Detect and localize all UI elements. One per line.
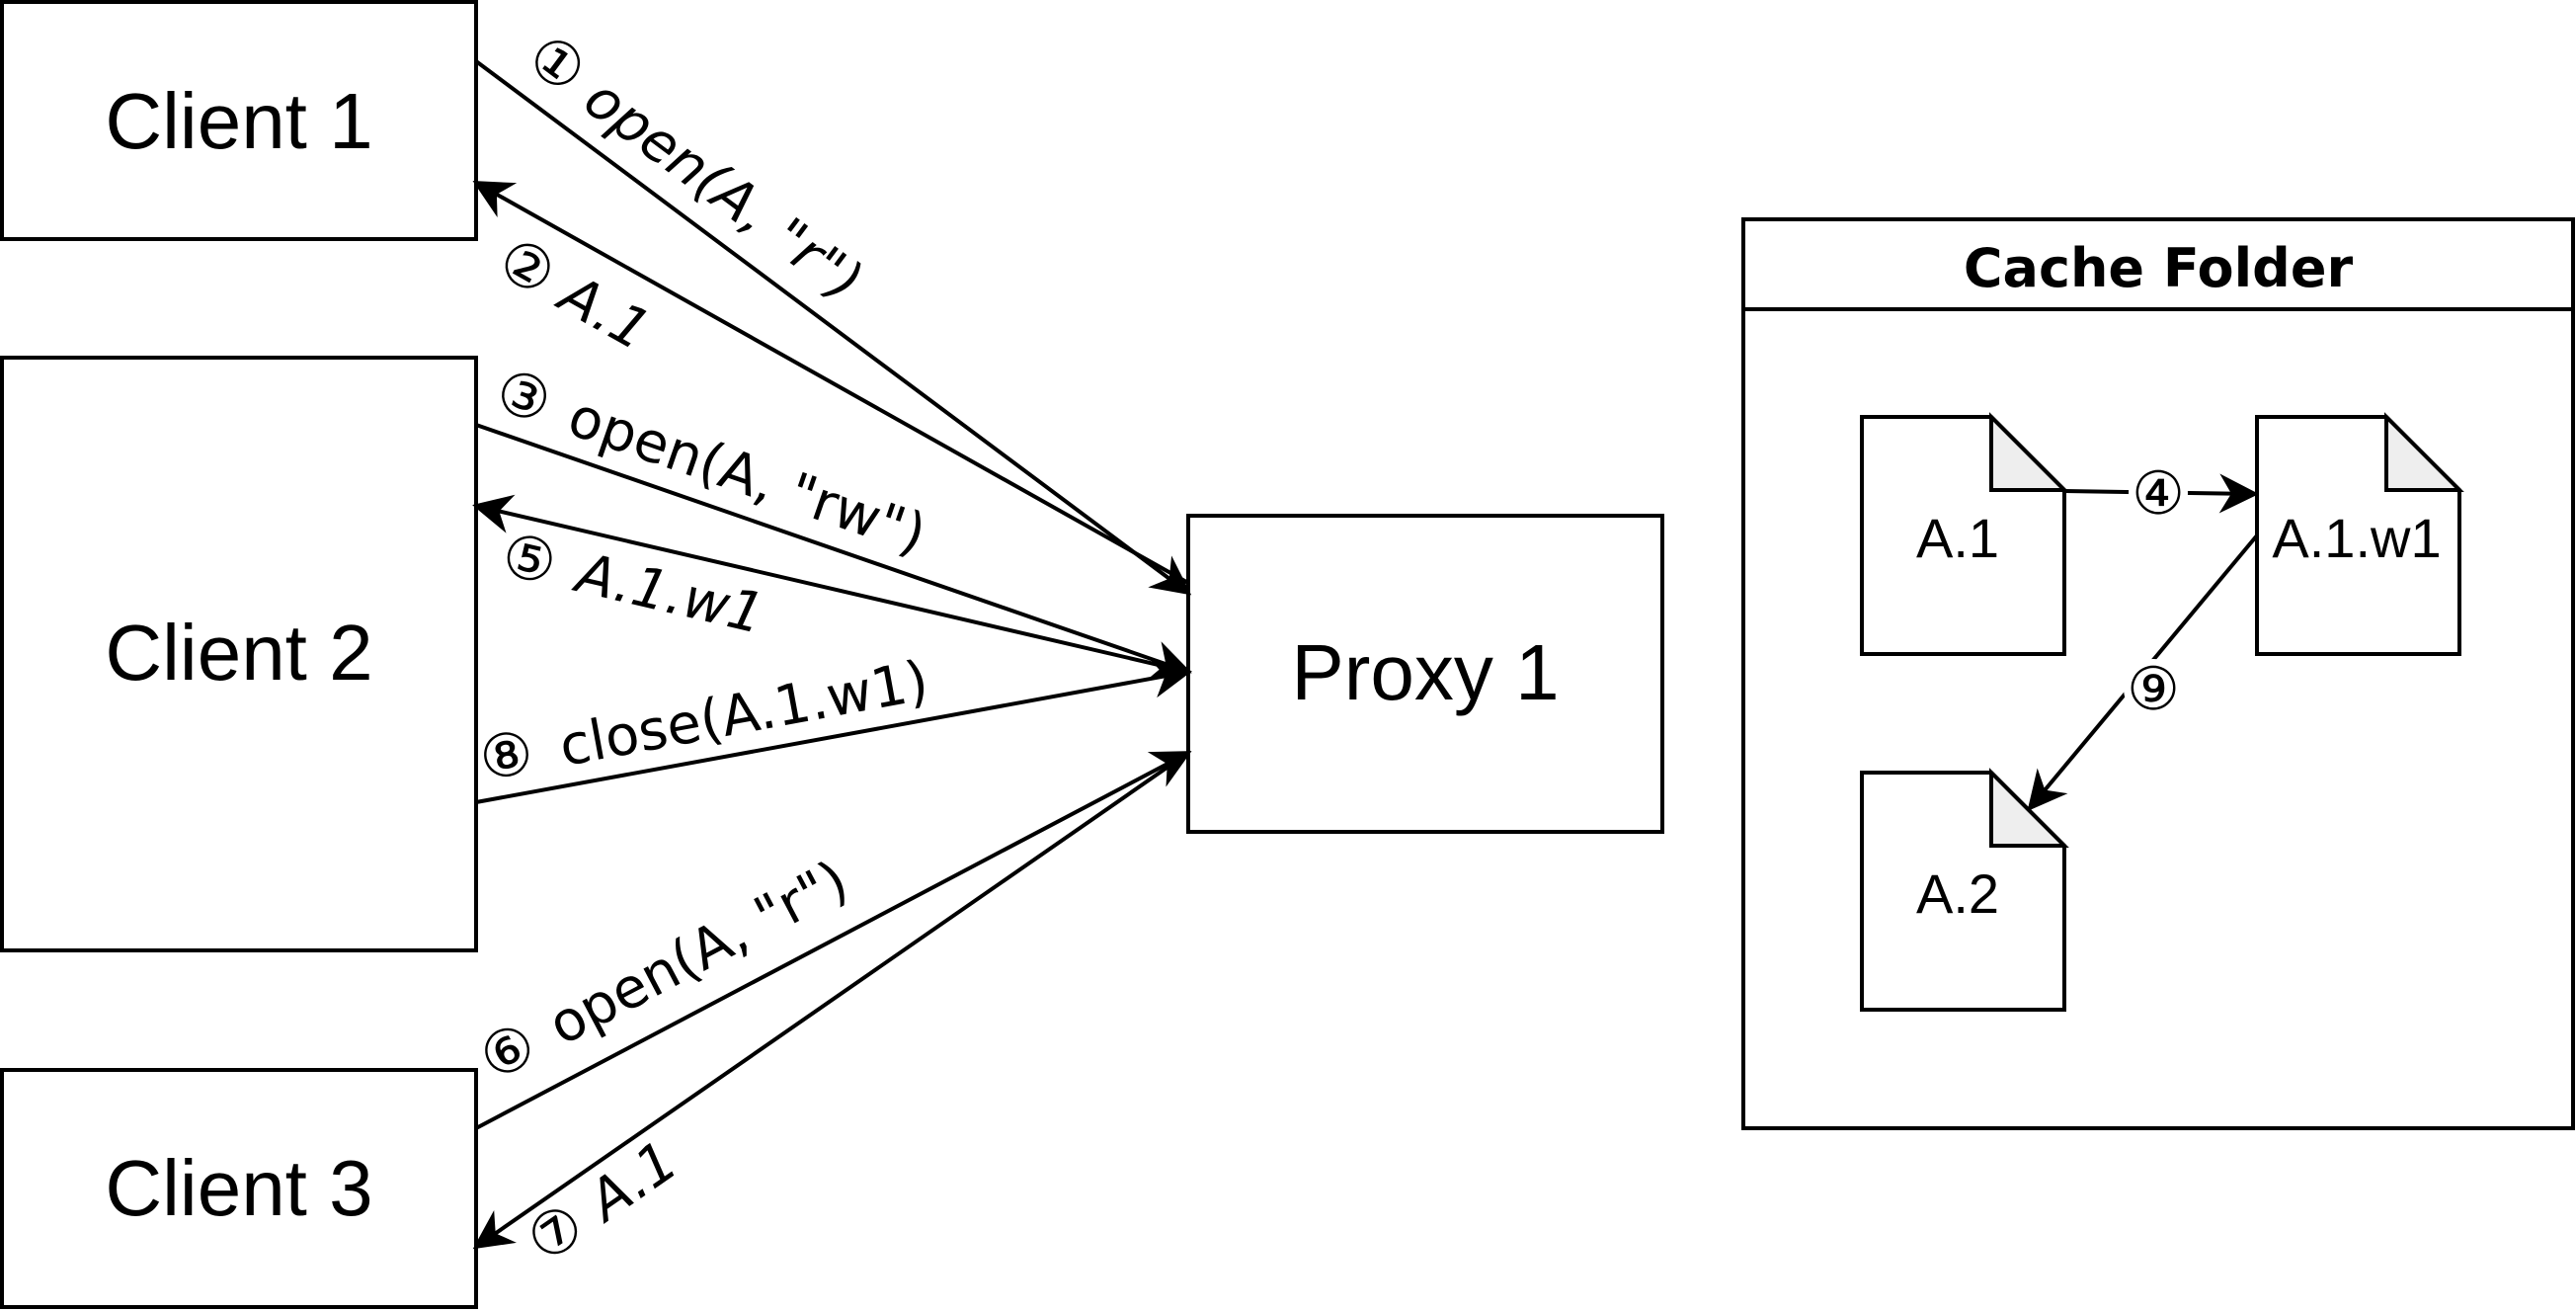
message-6-number: ⑥ xyxy=(468,1009,547,1095)
message-8-number: ⑧ xyxy=(474,717,539,795)
step-9-number: ⑨ xyxy=(2127,655,2180,724)
proxy-1-node: Proxy 1 xyxy=(1186,514,1664,834)
message-7-number: ⑦ xyxy=(515,1189,598,1276)
client-3-label: Client 3 xyxy=(105,1144,372,1232)
message-1-number: ① xyxy=(515,21,599,108)
file-a2-label: A.2 xyxy=(1916,862,1999,925)
message-6-label: ⑥ open(A, "r") xyxy=(468,849,858,1096)
message-1-text: open(A, "r") xyxy=(572,66,874,314)
message-2-number: ② xyxy=(487,224,567,310)
file-a1-label: A.1 xyxy=(1916,507,1999,569)
arrow-open-a-rw-client2 xyxy=(475,423,1192,680)
arrow-open-a-r-client3 xyxy=(475,751,1192,1130)
client-2-node: Client 2 xyxy=(0,356,478,952)
message-7-text: A.1 xyxy=(575,1129,689,1236)
step-4-number: ④ xyxy=(2132,459,2185,529)
cache-folder: Cache Folder A.1 A.1.w1 A.2 ④ ⑨ xyxy=(1741,217,2575,1130)
message-8-text: close(A.1.w1) xyxy=(554,649,932,779)
file-a1w1-icon: A.1.w1 xyxy=(2255,412,2464,656)
arrow-close-client2 xyxy=(475,658,1192,804)
arrow-open-a-r-client1 xyxy=(474,59,1192,596)
file-a1w1-label: A.1.w1 xyxy=(2272,507,2441,569)
client-3-node: Client 3 xyxy=(0,1068,478,1309)
arrow-a1-to-client3 xyxy=(472,751,1190,1250)
message-2-label: ② A.1 xyxy=(487,224,661,364)
client-1-node: Client 1 xyxy=(0,0,478,241)
message-5-label: ⑤ A.1.w1 xyxy=(496,520,770,647)
message-5-number: ⑤ xyxy=(496,520,563,599)
client-2-label: Client 2 xyxy=(105,609,372,697)
message-7-label: ⑦ A.1 xyxy=(515,1129,689,1277)
proxy-1-label: Proxy 1 xyxy=(1291,628,1559,716)
message-8-label: ⑧ close(A.1.w1) xyxy=(474,649,933,795)
file-a1-icon: A.1 xyxy=(1860,412,2069,656)
cache-folder-title: Cache Folder xyxy=(1964,237,2354,299)
arrow-a1w1-to-client2 xyxy=(472,494,1189,674)
arrow-a1-to-client1 xyxy=(472,181,1189,585)
message-3-number: ③ xyxy=(487,356,560,439)
message-1-label: ① open(A, "r") xyxy=(515,21,874,314)
message-5-text: A.1.w1 xyxy=(568,540,770,647)
client-1-label: Client 1 xyxy=(105,77,372,165)
